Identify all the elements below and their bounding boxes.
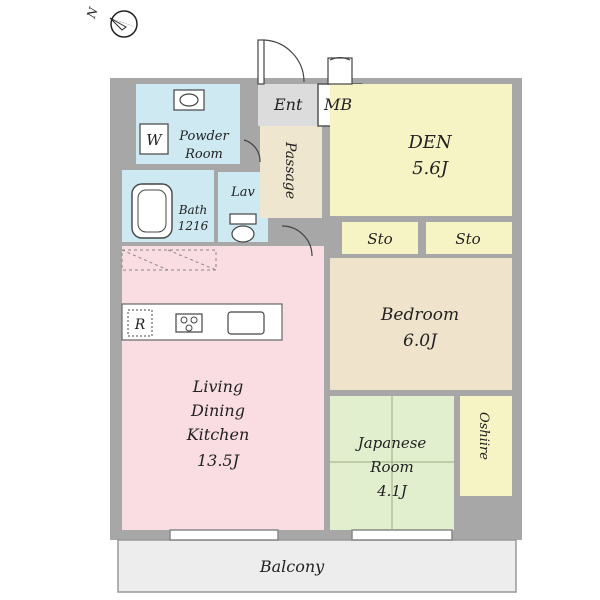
bedroom-size: 6.0J: [403, 331, 438, 351]
compass-north-label: N: [84, 5, 101, 21]
fridge-label: R: [134, 317, 146, 333]
ldk-size: 13.5J: [197, 451, 241, 470]
passage-label: Passage: [282, 141, 298, 199]
sto-right-label: Sto: [455, 230, 480, 248]
kitchen-counter: [121, 303, 283, 341]
ldk-room: [122, 246, 324, 530]
den-size: 5.6J: [412, 158, 450, 179]
den-name: DEN: [407, 132, 453, 153]
mb-door[interactable]: [327, 56, 353, 85]
bathtub-icon: [131, 183, 173, 239]
mb-label: MB: [323, 95, 352, 114]
entrance-floor: [258, 84, 318, 126]
powder-line2: Room: [184, 147, 223, 162]
balcony-area: [117, 539, 517, 593]
japanese-line2: Room: [369, 458, 414, 476]
storage-left: [342, 222, 418, 254]
toilet-icon: [229, 213, 257, 243]
tatami-lines: [330, 396, 454, 530]
sto-left-label: Sto: [367, 230, 392, 248]
japanese-line1: Japanese: [355, 434, 427, 452]
bedroom-name: Bedroom: [380, 305, 459, 325]
passage-door-arc: [281, 225, 313, 257]
lav-label: Lav: [230, 185, 255, 200]
powder-line1: Powder: [178, 129, 229, 144]
ent-label: Ent: [273, 95, 303, 114]
ldk-line3: Kitchen: [186, 425, 250, 444]
balcony-label: Balcony: [259, 557, 325, 576]
compass-icon: N: [84, 5, 138, 38]
storage-right: [426, 222, 512, 254]
entrance-door[interactable]: [257, 39, 305, 85]
ldk-line2: Dining: [190, 401, 245, 420]
upper-cabinet: [121, 249, 217, 271]
ldk-line1: Living: [192, 377, 243, 396]
bath-line2: 1216: [178, 219, 209, 233]
balcony-windows: [169, 529, 453, 541]
oshiire-label: Oshiire: [476, 412, 491, 460]
oshiire-closet: [460, 396, 512, 496]
washer-box: [139, 123, 169, 155]
sink-icon: [173, 89, 205, 111]
passage-floor: [260, 126, 322, 218]
powder-door-arc: [243, 139, 261, 163]
bedroom-room: [330, 258, 512, 390]
den-room: [330, 84, 512, 216]
bath-line1: Bath: [178, 203, 208, 217]
washer-label: W: [146, 131, 163, 149]
japanese-size: 4.1J: [376, 482, 408, 500]
